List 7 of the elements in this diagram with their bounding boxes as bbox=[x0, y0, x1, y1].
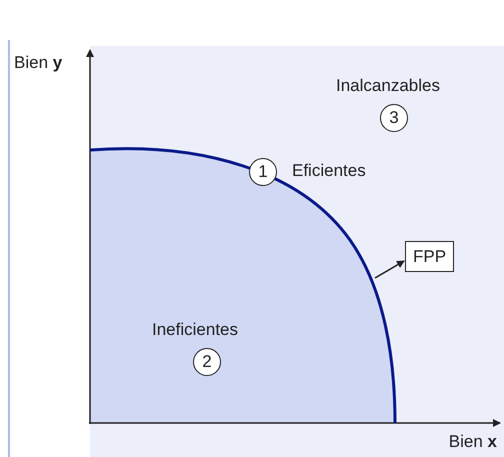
region-label: Ineficientes bbox=[152, 321, 238, 338]
label-box: FPP bbox=[405, 241, 454, 272]
axis-label: Bien x bbox=[448, 433, 497, 450]
region-label: Eficientes bbox=[292, 162, 366, 179]
axis-label: Bien y bbox=[14, 54, 62, 71]
leader-arrow bbox=[374, 260, 405, 279]
region-label: Inalcanzables bbox=[336, 77, 440, 94]
